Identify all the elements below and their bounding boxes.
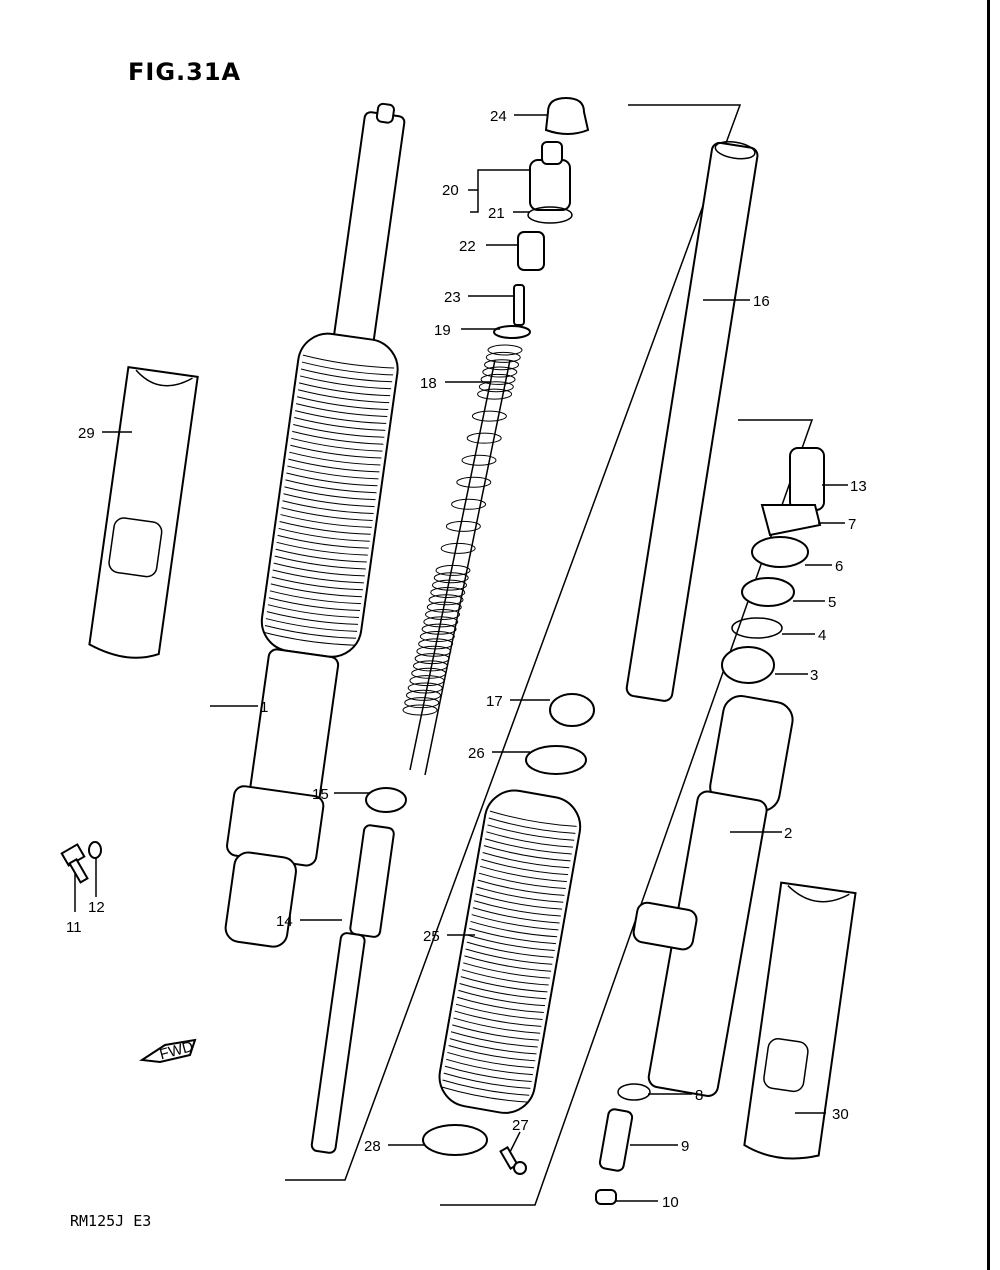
part-10-cap (595, 1189, 617, 1205)
part-28-clamp (422, 1124, 488, 1156)
callout-7: 7 (848, 516, 856, 533)
callout-22: 22 (459, 238, 476, 255)
callout-5: 5 (828, 594, 836, 611)
part-17-bushing (549, 693, 595, 727)
callout-16: 16 (753, 293, 770, 310)
part-8-o-ring (617, 1083, 651, 1101)
fwd-arrow-icon (139, 1038, 197, 1064)
callout-numbers: 1 2 3 4 5 6 7 8 9 10 11 12 13 14 15 16 1… (66, 108, 867, 1211)
callout-18: 18 (420, 375, 437, 392)
callout-leaders (74, 114, 848, 1202)
part-22-collar (517, 231, 545, 271)
callout-14: 14 (276, 913, 293, 930)
part-25-fork-boot (438, 789, 582, 1114)
callout-26: 26 (468, 745, 485, 762)
callout-20: 20 (442, 182, 459, 199)
part-15-ring (365, 787, 407, 813)
callout-24: 24 (490, 108, 507, 125)
callout-19: 19 (434, 322, 451, 339)
part-27-screw (499, 1145, 527, 1175)
part-7-stopper-ring (760, 504, 822, 537)
callout-8: 8 (695, 1087, 703, 1104)
part-29-fork-guard (88, 365, 199, 659)
part-30-fork-guard (743, 881, 857, 1160)
part-1-fork-assembly (224, 102, 406, 948)
callout-17: 17 (486, 693, 503, 710)
page-border (987, 0, 1000, 1270)
part-2-outer-tube (632, 695, 794, 1097)
callout-23: 23 (444, 289, 461, 306)
part-18-spring (402, 344, 523, 716)
part-13-spacer (789, 447, 825, 511)
part-11-bolt (60, 843, 89, 884)
part-4-washer (731, 617, 783, 639)
callout-4: 4 (818, 627, 826, 644)
exploded-frame-right (440, 419, 814, 1206)
callout-15: 15 (312, 786, 329, 803)
part-23-rod-end (513, 284, 525, 326)
callout-3: 3 (810, 667, 818, 684)
callout-1: 1 (260, 699, 268, 716)
model-code: RM125J E3 (70, 1212, 152, 1230)
part-3-bushing (721, 646, 775, 684)
part-16-inner-tube (625, 140, 759, 702)
part-19-washer (493, 325, 531, 339)
part-14-damper-rod (310, 824, 395, 1154)
part-5-washer (741, 577, 795, 607)
part-21-o-ring (527, 206, 573, 224)
exploded-frame-left (285, 104, 742, 1181)
part-9-adjuster (598, 1108, 634, 1172)
part-12-washer (88, 841, 102, 859)
callout-28: 28 (364, 1138, 381, 1155)
part-26-clamp (525, 745, 587, 775)
callout-29: 29 (78, 425, 95, 442)
callout-9: 9 (681, 1138, 689, 1155)
callout-30: 30 (832, 1106, 849, 1123)
part-24-cap (544, 96, 590, 135)
callout-27: 27 (512, 1117, 529, 1134)
callout-12: 12 (88, 899, 105, 916)
fwd-label: FWD (158, 1038, 196, 1063)
part-6-seal (751, 536, 809, 568)
callout-11: 11 (66, 919, 82, 936)
callout-13: 13 (850, 478, 867, 495)
callout-10: 10 (662, 1194, 679, 1211)
figure-title: FIG.31A (128, 58, 242, 86)
callout-25: 25 (423, 928, 440, 945)
part-20-adjuster (529, 141, 571, 211)
callout-6: 6 (835, 558, 843, 575)
callout-21: 21 (488, 205, 505, 222)
callout-2: 2 (784, 825, 792, 842)
